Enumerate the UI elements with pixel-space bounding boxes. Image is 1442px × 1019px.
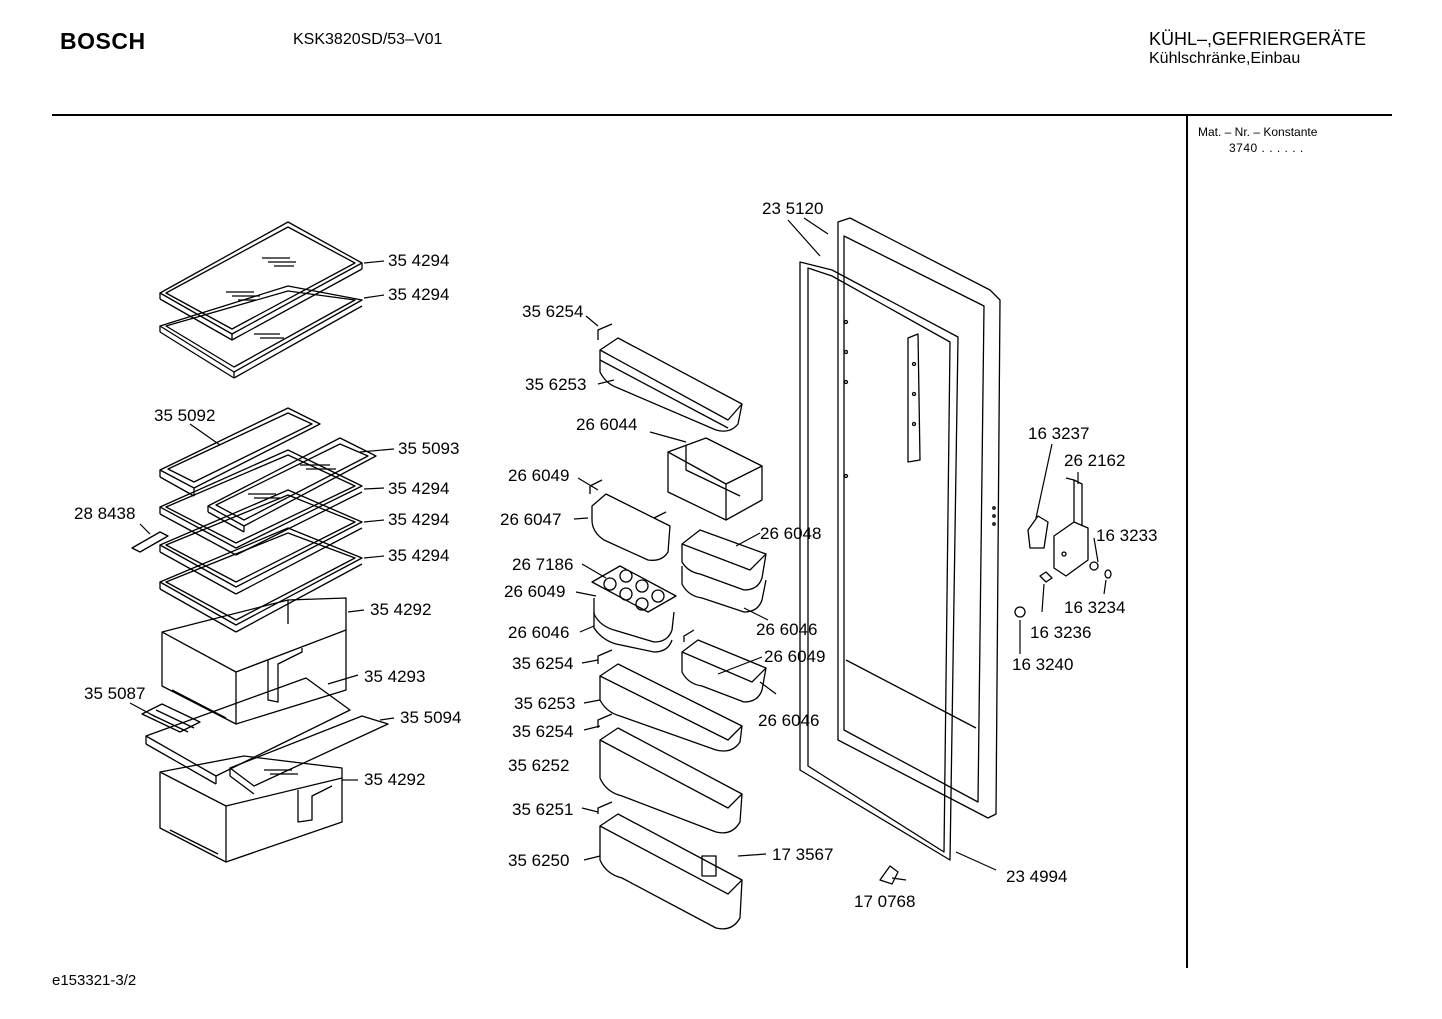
leader-lines	[129, 217, 1107, 871]
split-shelf-right	[207, 437, 377, 533]
glass-shelf-2	[159, 285, 363, 379]
hinge-clip	[1027, 515, 1049, 549]
part-label: 35 4294	[388, 479, 449, 498]
crisper-drawer-lower	[159, 755, 343, 863]
small-bin-right-2	[681, 566, 767, 613]
sidebar-divider	[1186, 116, 1188, 968]
part-label: 35 4294	[388, 510, 449, 529]
cap	[1014, 606, 1026, 618]
part-label: 35 6253	[514, 694, 575, 713]
part-label: 35 4294	[388, 251, 449, 270]
hinge-part	[879, 865, 907, 885]
hinge-bracket	[1053, 477, 1089, 577]
part-label: 35 4292	[364, 770, 425, 789]
part-label: 26 6044	[576, 415, 637, 434]
part-label: 35 5094	[400, 708, 461, 727]
glass-shelf-top	[159, 221, 363, 341]
part-label: 26 6047	[500, 510, 561, 529]
part-label: 16 3236	[1030, 623, 1091, 642]
drawer-cover-glass	[145, 677, 351, 785]
crisper-drawer-upper	[161, 597, 347, 725]
part-label: 16 3240	[1012, 655, 1073, 674]
door-gasket	[799, 261, 959, 861]
part-label: 26 6049	[504, 582, 565, 601]
part-label: 35 4293	[364, 667, 425, 686]
egg-tray-bin	[589, 479, 671, 561]
glass-shelf-5	[159, 527, 363, 633]
mat-nr-value: 3740 . . . . . .	[1229, 141, 1304, 155]
door-bin-3	[597, 713, 743, 834]
small-bin-right-1	[681, 529, 767, 591]
door-bin-2	[597, 649, 743, 752]
drawer-divider	[141, 703, 201, 733]
part-label: 35 5092	[154, 406, 215, 425]
part-label: 17 0768	[854, 892, 915, 911]
part-label: 16 3234	[1064, 598, 1125, 617]
small-bin-right-3	[681, 629, 767, 703]
part-label: 35 6253	[525, 375, 586, 394]
part-label: 26 6049	[764, 647, 825, 666]
part-label: 17 3567	[772, 845, 833, 864]
glass-shelf-4	[159, 489, 363, 595]
part-label: 16 3233	[1096, 526, 1157, 545]
part-label: 26 6046	[756, 620, 817, 639]
part-label: 23 4994	[1006, 867, 1067, 886]
part-label: 26 6049	[508, 466, 569, 485]
drawing-id: e153321-3/2	[52, 972, 137, 989]
glass-shelf-3	[159, 449, 363, 556]
door-bin-1	[597, 323, 743, 432]
part-label: 16 3237	[1028, 424, 1089, 443]
drawer-cover-frame	[229, 715, 389, 795]
brand-logo: BOSCH	[60, 28, 146, 54]
egg-tray	[591, 565, 677, 653]
part-label: 35 4294	[388, 546, 449, 565]
model-number: KSK3820SD/53–V01	[293, 31, 443, 48]
category-subtitle: Kühlschränke,Einbau	[1149, 50, 1301, 67]
part-label: 26 6048	[760, 524, 821, 543]
part-label: 35 6252	[508, 756, 569, 775]
part-label: 35 4294	[388, 285, 449, 304]
category-title: KÜHL–,GEFRIERGERÄTE	[1149, 29, 1367, 49]
part-label: 35 6254	[512, 722, 573, 741]
door-rack-bottle	[667, 437, 763, 521]
part-label: 26 6046	[758, 711, 819, 730]
part-label: 35 6254	[512, 654, 573, 673]
washer	[1104, 569, 1112, 579]
part-label: 28 8438	[74, 504, 135, 523]
part-label: 35 6254	[522, 302, 583, 321]
shelf-clip	[131, 531, 169, 553]
part-label: 23 5120	[762, 199, 823, 218]
part-label: 26 2162	[1064, 451, 1125, 470]
part-label: 35 6251	[512, 800, 573, 819]
part-label: 35 4292	[370, 600, 431, 619]
bushing	[1039, 571, 1053, 583]
header-divider	[52, 114, 1392, 116]
part-label: 35 5087	[84, 684, 145, 703]
part-label: 35 5093	[398, 439, 459, 458]
part-label: 35 6250	[508, 851, 569, 870]
part-label: 26 6046	[508, 623, 569, 642]
door-bin-4	[597, 801, 743, 930]
part-label: 26 7186	[512, 555, 573, 574]
door-panel	[837, 217, 1001, 819]
screw	[1089, 561, 1099, 571]
mat-nr-label: Mat. – Nr. – Konstante	[1198, 125, 1318, 139]
